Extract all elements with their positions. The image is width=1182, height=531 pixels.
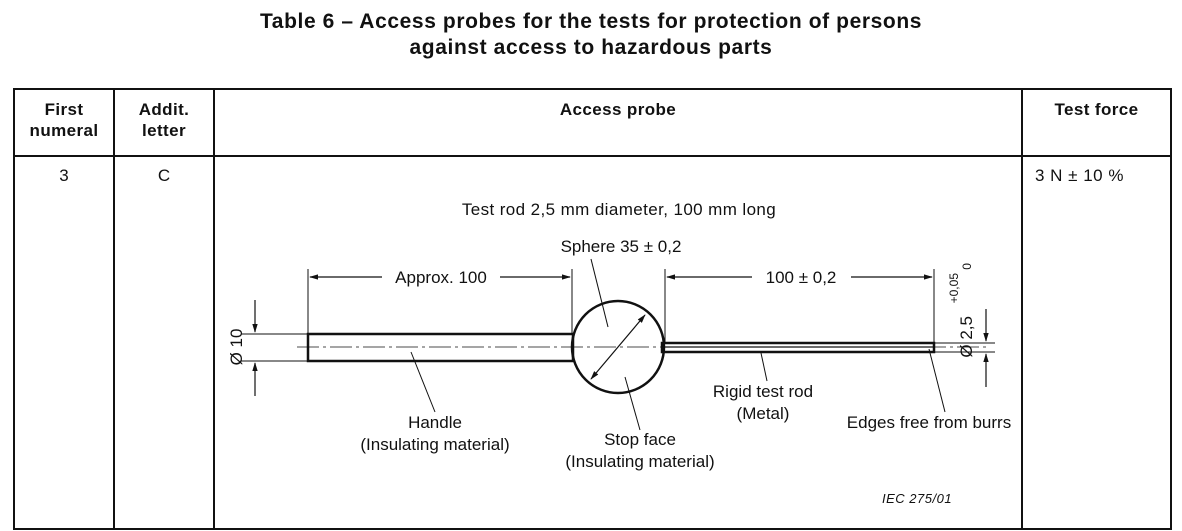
edges-label: Edges free from burrs [847,413,1011,432]
test-rod-diagram: Test rod 2,5 mm diameter, 100 mm long [227,200,1011,506]
cell-first-numeral: 3 [13,155,115,530]
diameter-10-label: Ø 10 [227,329,246,366]
iec-reference: IEC 275/01 [882,491,952,506]
header-row: First numeral Addit. letter Access probe… [13,88,1172,157]
table-row: 3 C Test rod 2,5 mm diameter, 100 mm lon… [13,155,1172,530]
rigid-rod-material-label: (Metal) [737,404,790,423]
cell-access-probe-figure: Test rod 2,5 mm diameter, 100 mm long [213,155,1023,530]
stop-face-label: Stop face [604,430,676,449]
handle-material-label: (Insulating material) [360,435,509,454]
rod-length-label: 100 ± 0,2 [766,268,837,287]
diameter-2-5-tolerance-upper: +0,05 [947,273,961,304]
figure-caption: Test rod 2,5 mm diameter, 100 mm long [462,200,776,219]
rod-shape [660,341,936,354]
sphere-label: Sphere 35 ± 0,2 [561,237,682,256]
header-addit-letter: Addit. letter [113,88,215,157]
header-first-numeral: First numeral [13,88,115,157]
approx-100-label: Approx. 100 [395,268,487,287]
cell-test-force: 3 N ± 10 % [1021,155,1172,530]
handle-label: Handle [408,413,462,432]
rigid-rod-label: Rigid test rod [713,382,813,401]
stop-face-material-label: (Insulating material) [565,452,714,471]
header-access-probe: Access probe [213,88,1023,157]
diameter-2-5-tolerance-lower: 0 [960,263,974,270]
table-title-line-1: Table 6 – Access probes for the tests fo… [259,10,923,33]
access-probe-table: First numeral Addit. letter Access probe… [13,88,1172,530]
handle-shape [306,332,575,363]
table-title-line-2: against access to hazardous parts [409,36,773,59]
header-test-force: Test force [1021,88,1172,157]
sphere-diameter-arrow [590,314,646,380]
diameter-2-5-label: Ø 2,5 [957,316,976,358]
cell-addit-letter: C [113,155,215,530]
